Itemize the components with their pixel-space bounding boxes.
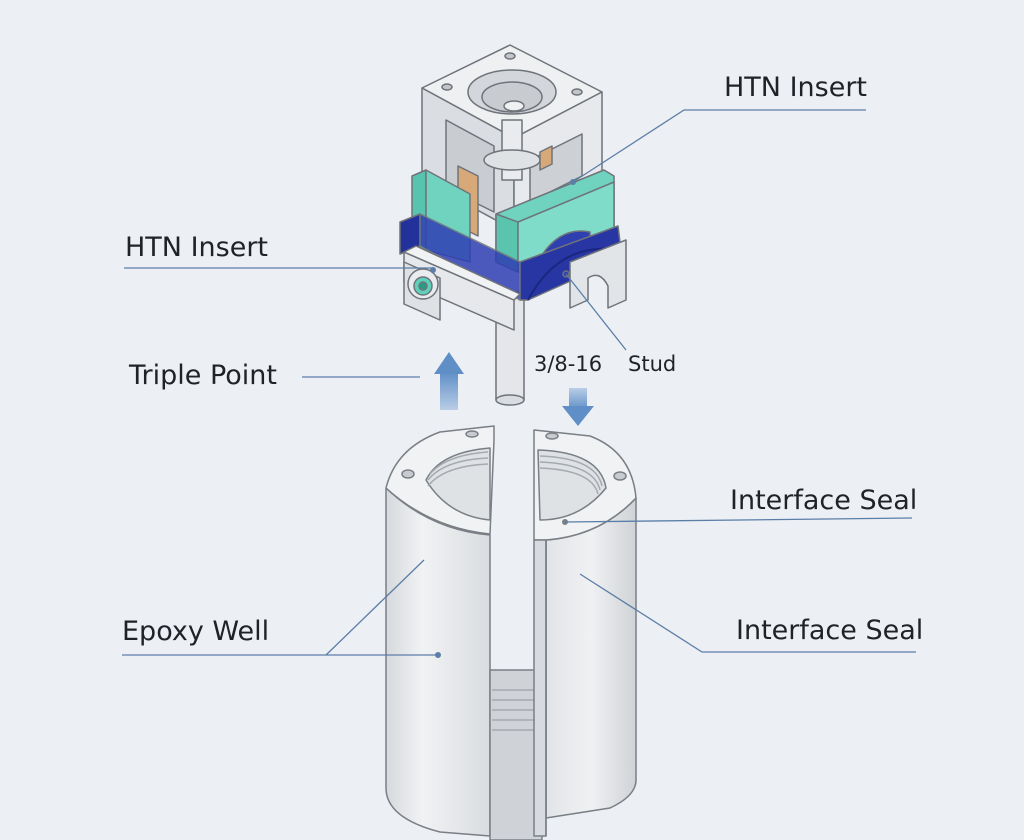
upper-assembly <box>399 44 627 406</box>
label-interface-seal-lower: Interface Seal <box>736 615 924 646</box>
leader-lines <box>122 109 916 656</box>
leader-interface-seal-lower <box>579 573 916 653</box>
well-right-half <box>533 429 637 837</box>
label-stud: Stud <box>628 352 677 376</box>
leader-htn-insert-top <box>572 109 866 183</box>
epoxy-well <box>385 425 637 840</box>
label-htn-insert-top: HTN Insert <box>724 72 868 103</box>
label-epoxy-well: Epoxy Well <box>122 616 270 647</box>
leader-stud <box>565 273 627 351</box>
label-htn-insert-left: HTN Insert <box>125 232 269 263</box>
leader-interface-seal-upper <box>564 517 913 523</box>
label-interface-seal-upper: Interface Seal <box>730 485 918 516</box>
well-left-half <box>385 425 495 837</box>
top-block <box>421 44 603 237</box>
down-arrow <box>562 388 594 426</box>
leader-epoxy-well-diag <box>325 559 425 656</box>
direction-arrows <box>434 352 594 426</box>
label-thread-spec: 3/8-16 <box>534 352 603 376</box>
label-triple-point: Triple Point <box>129 360 277 391</box>
up-arrow <box>434 352 464 410</box>
